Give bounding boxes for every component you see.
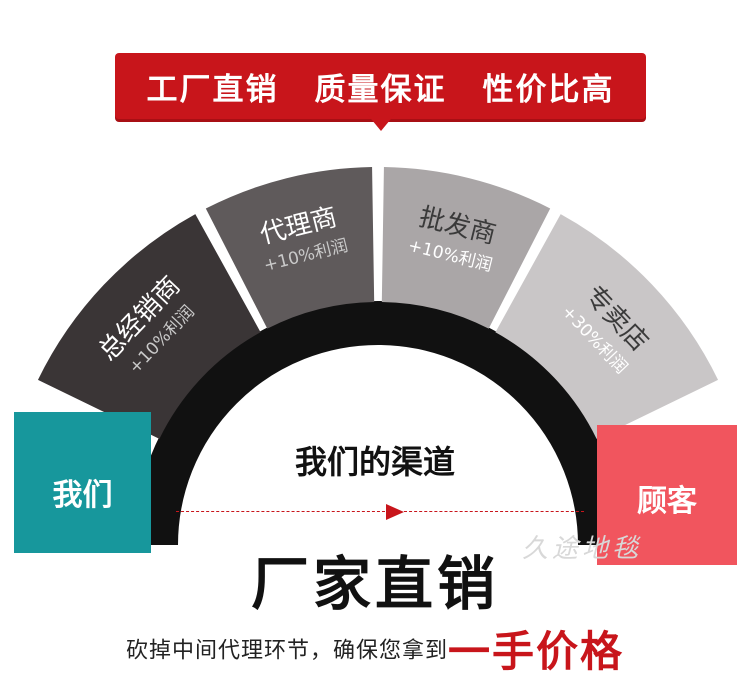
banner-text: 工厂直销 质量保证 性价比高 <box>115 53 646 119</box>
bottom-slogan: 砍掉中间代理环节，确保您拿到一手价格 <box>0 618 750 679</box>
banner-item-value: 性价比高 <box>482 71 615 108</box>
banner-item-factory-direct: 工厂直销 <box>146 71 279 108</box>
flow-arrow-icon <box>386 504 404 520</box>
us-label: 我们 <box>52 478 113 513</box>
arch-segment <box>495 214 719 439</box>
banner: 工厂直销 质量保证 性价比高 <box>115 53 646 119</box>
banner-item-quality: 质量保证 <box>314 71 447 108</box>
bottom-text: 砍掉中间代理环节，确保您拿到 <box>125 638 448 664</box>
arch-segment <box>37 214 261 439</box>
bottom-highlight: 一手价格 <box>448 627 625 676</box>
customer-box <box>597 425 737 565</box>
arch-inner-band <box>134 301 622 546</box>
watermark: 久途地毯 <box>522 534 643 564</box>
flow-line <box>176 511 390 512</box>
banner-pointer <box>367 114 395 131</box>
main-title: 厂家直销 <box>250 550 499 618</box>
us-box <box>14 412 151 553</box>
flow-line-2 <box>404 511 584 512</box>
arch-segment <box>381 167 551 329</box>
channel-title: 我们的渠道 <box>294 443 455 481</box>
arch-segment <box>205 167 375 329</box>
customer-label: 顾客 <box>637 484 697 519</box>
